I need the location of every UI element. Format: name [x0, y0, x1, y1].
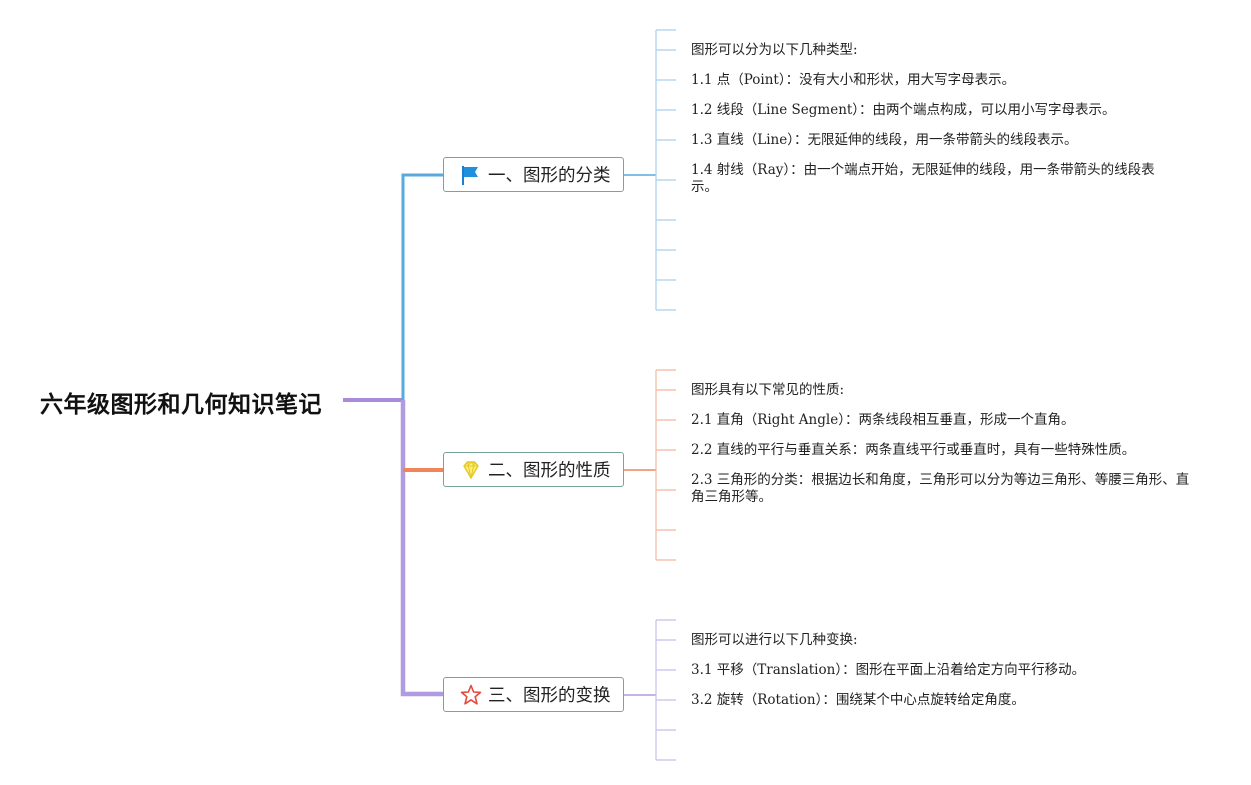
leaf-group-3-lines	[624, 619, 676, 761]
leaf-text[interactable]: 3.2 旋转（Rotation）：围绕某个中心点旋转给定角度。	[691, 692, 1025, 708]
branch-label: 三、图形的变换	[488, 686, 611, 706]
branch-topic-properties[interactable]: 二、图形的性质	[443, 452, 624, 487]
leaf-text[interactable]: 1.4 射线（Ray）：由一个端点开始，无限延伸的线段，用一条带箭头的线段表示。	[691, 162, 1155, 195]
leaf-text[interactable]: 3.1 平移（Translation）：图形在平面上沿着给定方向平行移动。	[691, 662, 1086, 678]
flag-icon	[460, 164, 482, 186]
branch-label: 一、图形的分类	[488, 166, 611, 186]
branch-topic-classification[interactable]: 一、图形的分类	[443, 157, 624, 192]
leaf-text[interactable]: 2.1 直角（Right Angle）：两条线段相互垂直，形成一个直角。	[691, 412, 1075, 428]
leaf-group-1-lines	[624, 29, 676, 311]
leaf-text[interactable]: 2.3 三角形的分类：根据边长和角度，三角形可以分为等边三角形、等腰三角形、直角…	[691, 472, 1190, 505]
leaf-text[interactable]: 2.2 直线的平行与垂直关系：两条直线平行或垂直时，具有一些特殊性质。	[691, 442, 1136, 458]
leaf-text[interactable]: 图形可以分为以下几种类型:	[691, 42, 858, 58]
leaf-text[interactable]: 1.3 直线（Line）：无限延伸的线段，用一条带箭头的线段表示。	[691, 132, 1078, 148]
leaf-group-2-lines	[624, 369, 676, 561]
root-topic[interactable]: 六年级图形和几何知识笔记	[40, 392, 322, 418]
branch-label: 二、图形的性质	[488, 461, 611, 481]
branch1-connector	[401, 173, 443, 400]
diamond-icon	[460, 459, 482, 481]
branch-topic-transformation[interactable]: 三、图形的变换	[443, 677, 624, 712]
leaf-text[interactable]: 图形具有以下常见的性质:	[691, 382, 845, 398]
leaf-text[interactable]: 1.1 点（Point）：没有大小和形状，用大写字母表示。	[691, 72, 1016, 88]
leaf-text[interactable]: 1.2 线段（Line Segment）：由两个端点构成，可以用小写字母表示。	[691, 102, 1116, 118]
star-icon	[460, 684, 482, 706]
branch3-connector	[400, 400, 443, 697]
leaf-text[interactable]: 图形可以进行以下几种变换:	[691, 632, 858, 648]
